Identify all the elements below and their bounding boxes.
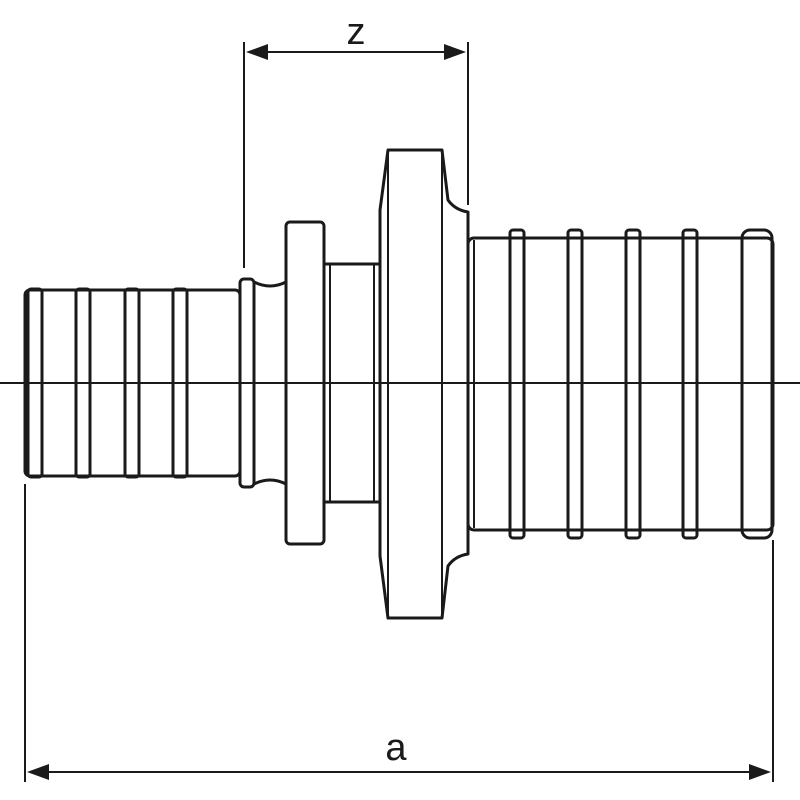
small-barb-tail [23, 277, 288, 489]
dimension-a: a [24, 484, 774, 782]
z-label: z [347, 11, 366, 53]
main-flange [378, 148, 470, 620]
small-tail-ridges [26, 287, 189, 479]
large-barb-tail [466, 228, 775, 540]
z-arrow-left [246, 44, 268, 60]
a-arrow-right [749, 764, 771, 780]
large-tail-ridges [508, 228, 774, 540]
a-label: a [385, 727, 407, 769]
dimension-z: z [243, 11, 469, 268]
fitting-body [284, 148, 470, 620]
a-arrow-left [27, 764, 49, 780]
z-arrow-right [444, 44, 466, 60]
